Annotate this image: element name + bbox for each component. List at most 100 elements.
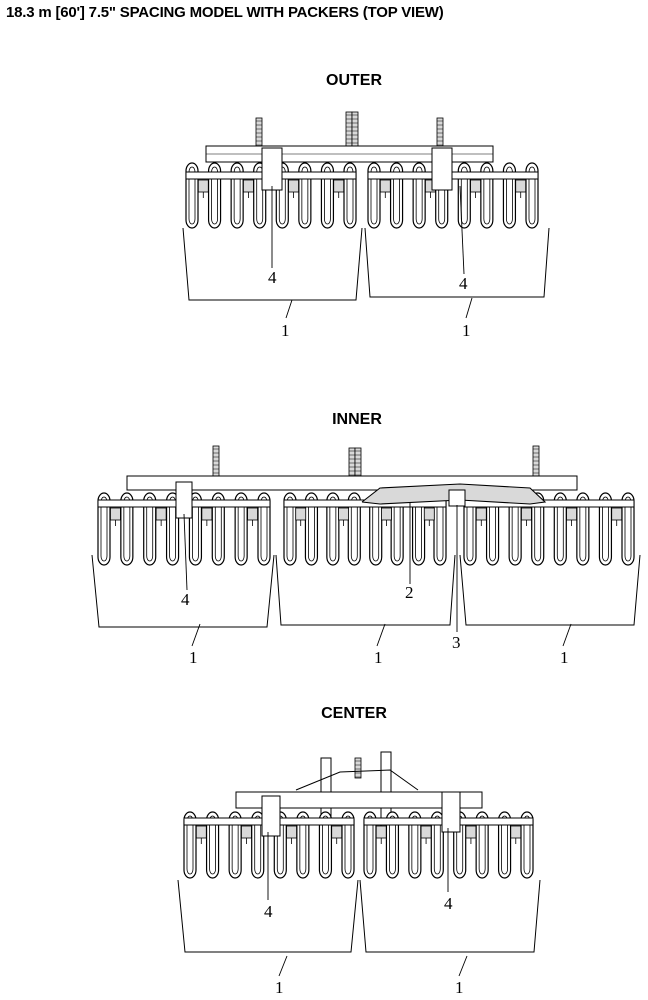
wheel-tread [415, 166, 423, 225]
wheel-tread [324, 166, 331, 225]
packer-gang-right [367, 162, 539, 229]
bearing-clamp [510, 825, 522, 839]
hose-center [354, 757, 362, 779]
wheel-tread [528, 166, 536, 225]
leader-packer-inner-left [191, 623, 201, 647]
wheel-tread [254, 815, 262, 875]
hose-center-b [351, 111, 359, 151]
bearing-clamp [470, 179, 481, 193]
bearing-clamp [110, 507, 121, 521]
wheel-tread [123, 496, 131, 562]
bearing-clamp [465, 825, 477, 839]
mount-left [261, 795, 281, 837]
bearing-clamp [247, 507, 258, 521]
packer-wheel [97, 492, 111, 566]
bearing-clamp [243, 179, 254, 193]
hydraulic-hose [212, 445, 220, 481]
packer-wheel [304, 492, 319, 566]
wheel-tread [209, 815, 216, 875]
main-frame-bar [235, 791, 483, 809]
wheel-tread [192, 496, 199, 562]
callout-packer-center-left: 1 [275, 978, 284, 997]
bearing-clamp [288, 179, 299, 193]
bearing-clamp [195, 825, 207, 839]
bearing-clamp [379, 179, 391, 193]
section-title-outer: OUTER [326, 72, 382, 89]
wheel-tread [478, 815, 486, 875]
packer-wheel [475, 811, 489, 879]
hitch-cross-brace [295, 769, 419, 791]
wheel-tread [299, 815, 307, 875]
hydraulic-hose [348, 447, 356, 477]
wheel-tread [370, 166, 378, 225]
gang-tube [367, 171, 539, 180]
callout-mount-outer-left: 4 [268, 268, 277, 287]
wheel-tread [146, 496, 154, 562]
wheel-tread [483, 166, 491, 225]
callout-mount-center-right: 4 [444, 894, 453, 913]
wheel-tread [556, 496, 564, 562]
packer-wheel [257, 492, 271, 566]
wheel-tread [260, 496, 268, 562]
wheel-tread [188, 166, 196, 225]
bearing-clamp [375, 825, 387, 839]
mount-left [175, 481, 193, 519]
wheel-tread [211, 166, 218, 225]
packer-wheel [183, 811, 197, 879]
section-title-inner: INNER [332, 411, 382, 428]
packer-wheel [497, 811, 512, 879]
wheel-tread [602, 496, 609, 562]
packer-wheel [205, 811, 220, 879]
wheel-tread [389, 815, 396, 875]
coverage-bracket-center-right [359, 879, 541, 953]
bearing-clamp [338, 507, 349, 521]
bearing-clamp [333, 179, 345, 193]
packer-wheel [385, 811, 400, 879]
packer-wheel [143, 492, 157, 566]
packer-wheel [326, 492, 340, 566]
bearing-clamp [286, 825, 297, 839]
callout-center-frame: 2 [405, 583, 414, 602]
packer-wheel [598, 492, 613, 566]
callout-packer-inner-left: 1 [189, 648, 198, 667]
wheel-tread [624, 496, 632, 562]
packer-wheel [234, 492, 248, 566]
wheel-tread [501, 815, 508, 875]
bearing-clamp [423, 507, 435, 521]
packer-wheel [520, 811, 534, 879]
bearing-clamp [241, 825, 252, 839]
leader-mount-outer-right [459, 185, 465, 275]
hose-center-a [345, 111, 353, 151]
packer-wheel [408, 811, 422, 879]
hose-center-a [348, 447, 356, 477]
callout-packer-outer-right: 1 [462, 321, 471, 340]
bearing-clamp [566, 507, 577, 521]
hydraulic-hose [354, 757, 362, 779]
callout-mount-inner: 4 [181, 590, 190, 609]
bearing-clamp [521, 507, 532, 521]
wheel-tread [169, 496, 176, 562]
packer-wheel [553, 492, 567, 566]
mount-right [441, 791, 461, 833]
bearing-clamp [611, 507, 623, 521]
bearing-clamp [331, 825, 343, 839]
packer-wheel [576, 492, 590, 566]
callout-mount-outer-right: 4 [459, 274, 468, 293]
bearing-clamp [475, 507, 487, 521]
wheel-tread [186, 815, 194, 875]
callout-packer-outer-left: 1 [281, 321, 290, 340]
wheel-tread [393, 166, 400, 225]
callout-packer-inner-right: 1 [560, 648, 569, 667]
outer-view [182, 111, 550, 319]
wheel-tread [256, 166, 264, 225]
bearing-clamp [515, 179, 527, 193]
leader-mount-inner [183, 513, 188, 591]
wheel-tread [322, 815, 329, 875]
leader-packer-inner-right [562, 623, 572, 647]
bearing-clamp [155, 507, 167, 521]
wheel-tread [460, 166, 468, 225]
section-title-center: CENTER [321, 705, 387, 722]
wheel-tread [286, 496, 294, 562]
leader-packer-center-right [458, 955, 468, 977]
